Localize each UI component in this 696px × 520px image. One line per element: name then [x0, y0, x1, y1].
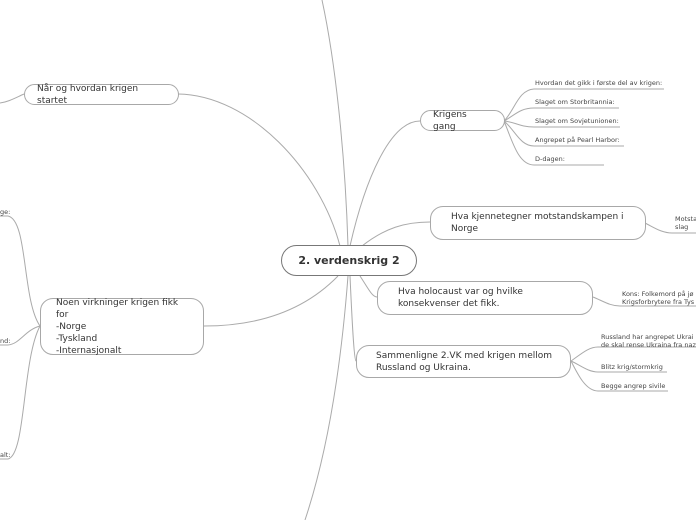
topic-start-label: Når og hvordan krigen startet [37, 83, 139, 106]
connector-gang-5 [503, 120, 604, 166]
subtopic-gang-2[interactable]: Slaget om Storbritannia: [535, 98, 615, 106]
connector-virkninger-3 [0, 325, 41, 460]
subtopic-holocaust-1[interactable]: Kons: Folkemord på jø Krigsforbrytere fr… [622, 290, 695, 306]
connector-sammenligne [349, 275, 357, 362]
topic-motstand-label: Hva kjennetegner motstandskampen i Norge [451, 212, 624, 234]
connector-start-left [0, 93, 25, 104]
connector-virkninger-2 [0, 325, 41, 346]
connector-gang-1 [503, 88, 664, 122]
connector-gang-4 [503, 120, 624, 147]
central-topic-label: 2. verdenskrig 2 [298, 253, 400, 267]
subtopic-gang-4[interactable]: Angrepet på Pearl Harbor: [535, 136, 620, 144]
topic-virkninger-label: Noen virkninger krigen fikk for -Norge -… [56, 297, 179, 356]
topic-holocaust-label: Hva holocaust var og hvilke konsekvenser… [398, 287, 523, 309]
subtopic-virkninger-3[interactable]: alt: [0, 451, 11, 459]
connector-motstand-1 [644, 222, 696, 234]
subtopic-sammenligne-3[interactable]: Begge angrep sivile [601, 382, 666, 390]
subtopic-virkninger-1[interactable]: ge: [0, 208, 11, 216]
topic-virkninger[interactable]: Noen virkninger krigen fikk for -Norge -… [40, 297, 204, 356]
connector-sammenligne-3 [570, 360, 668, 392]
subtopic-sammenligne-2[interactable]: Blitz krig/stormkrig [601, 363, 663, 371]
connector-motstand [361, 221, 431, 247]
connector-virkninger-1 [0, 215, 41, 327]
connector-gang [349, 120, 421, 247]
connector-sammenligne-2 [570, 360, 667, 373]
topic-motstand[interactable]: Hva kjennetegner motstandskampen i Norge [430, 206, 646, 240]
topic-holocaust[interactable]: Hva holocaust var og hvilke konsekvenser… [377, 281, 593, 315]
connector-holocaust [359, 275, 378, 298]
connector-gang-3 [503, 120, 620, 128]
topic-sammenligne[interactable]: Sammenligne 2.VK med krigen mellom Russl… [356, 345, 571, 378]
subtopic-gang-1[interactable]: Hvordan det gikk i første del av krigen: [535, 79, 663, 87]
subtopic-sammenligne-1[interactable]: Russland har angrepet Ukrai de skal rens… [601, 333, 696, 349]
connector-gang-2 [503, 107, 619, 122]
subtopic-gang-5[interactable]: D-dagen: [535, 155, 565, 163]
topic-sammenligne-label: Sammenligne 2.VK med krigen mellom Russl… [376, 350, 553, 373]
connector-top [321, 0, 349, 247]
topic-gang-label: Krigens gang [433, 109, 467, 132]
topic-start[interactable]: Når og hvordan krigen startet [24, 83, 179, 106]
connector-start [177, 93, 341, 247]
connector-bottom [304, 275, 349, 520]
subtopic-gang-3[interactable]: Slaget om Sovjetunionen: [535, 117, 619, 125]
subtopic-virkninger-2[interactable]: nd: [0, 337, 11, 345]
subtopic-motstand-1[interactable]: Motsta slag [675, 215, 696, 231]
connector-virkninger [203, 275, 339, 327]
central-topic[interactable]: 2. verdenskrig 2 [281, 245, 417, 276]
connector-holocaust-1 [592, 296, 696, 307]
connector-sammenligne-1 [570, 346, 696, 362]
topic-gang[interactable]: Krigens gang [420, 109, 505, 132]
